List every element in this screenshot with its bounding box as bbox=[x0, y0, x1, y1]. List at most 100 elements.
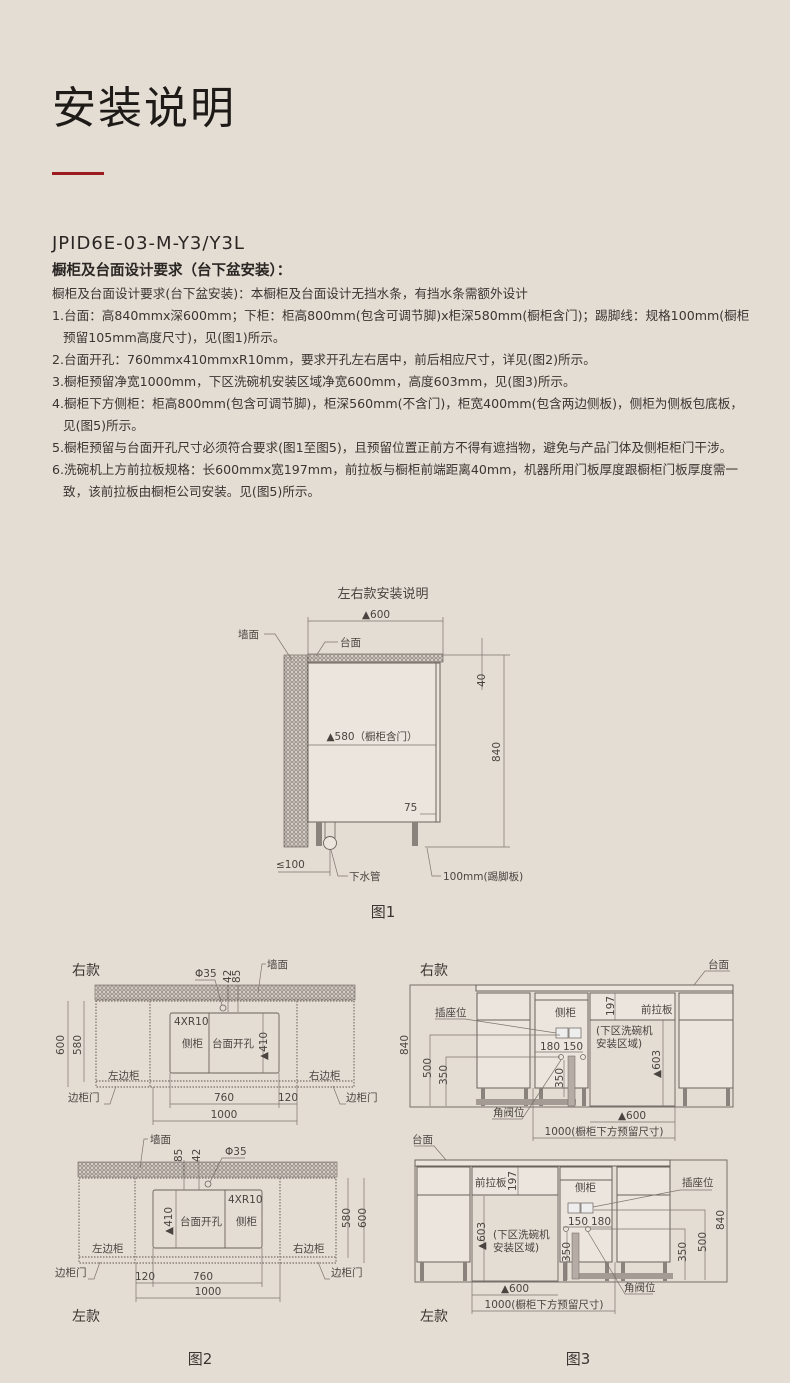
fig3l-d600: ▲600 bbox=[501, 1283, 529, 1295]
fig3l-d1000: 1000(橱柜下方预留尺寸) bbox=[485, 1298, 604, 1311]
fig3l-zone2: 安装区域) bbox=[493, 1241, 539, 1254]
fig2r-d600: 600 bbox=[55, 1035, 67, 1055]
fig3l-d197: 197 bbox=[507, 1171, 519, 1191]
fig3r-socket: 插座位 bbox=[435, 1006, 467, 1019]
fig2l-d1000: 1000 bbox=[195, 1286, 222, 1298]
fig2l-d760: 760 bbox=[193, 1271, 213, 1283]
fig2r-left-cab: 左边柜 bbox=[108, 1069, 140, 1082]
title-underline bbox=[52, 172, 104, 175]
fig2l-hole: 台面开孔 bbox=[180, 1215, 222, 1228]
fig2l-radius: 4XR10 bbox=[228, 1194, 263, 1206]
section-heading: 橱柜及台面设计要求（台下盆安装）： bbox=[52, 263, 292, 279]
fig2r-d42: 42 bbox=[222, 970, 234, 983]
fig2l-d580: 580 bbox=[341, 1208, 353, 1228]
fig3r-d350a: 350 bbox=[438, 1065, 450, 1085]
fig2r-phi: Φ35 bbox=[195, 968, 217, 980]
fig2l-door-right: 边柜门 bbox=[331, 1266, 363, 1279]
fig1-countertop-label: 台面 bbox=[340, 636, 361, 649]
fig3r-d500: 500 bbox=[422, 1058, 434, 1078]
fig3l-d350b: 350 bbox=[677, 1242, 689, 1262]
fig2r-d760: 760 bbox=[214, 1092, 234, 1104]
fig2r-door-left: 边柜门 bbox=[68, 1091, 100, 1104]
fig3l-socket: 插座位 bbox=[682, 1176, 714, 1189]
fig2r-d85: 85 bbox=[231, 970, 243, 983]
fig3r-d180: 180 bbox=[540, 1041, 560, 1053]
fig3l-d150: 150 bbox=[568, 1216, 588, 1228]
requirement-intro: 橱柜及台面设计要求(台下盆安装)：本橱柜及台面设计无挡水条，有挡水条需额外设计 bbox=[52, 286, 528, 301]
fig2r-right-cab: 右边柜 bbox=[309, 1069, 341, 1082]
fig2r-door-right: 边柜门 bbox=[346, 1091, 378, 1104]
fig2l-d120: 120 bbox=[135, 1271, 155, 1283]
valve-icon bbox=[580, 1054, 586, 1060]
page-title: 安装说明 bbox=[52, 83, 236, 134]
fig3r-side-cab: 侧柜 bbox=[555, 1006, 576, 1019]
drain-pipe-icon bbox=[323, 836, 337, 850]
fig1-dim-100: ≤100 bbox=[276, 859, 305, 871]
requirements-list: 橱柜及台面设计要求(台下盆安装)：本橱柜及台面设计无挡水条，有挡水条需额外设计 … bbox=[52, 283, 752, 503]
valve-icon bbox=[563, 1226, 569, 1232]
figure-3-right: 右款 插座位 侧柜 197 前拉板 (下区洗碗机 安装区域) ▲603 840 … bbox=[399, 958, 734, 1141]
fig3-left-label: 左款 bbox=[420, 1309, 448, 1325]
fig3r-zone1: (下区洗碗机 bbox=[596, 1024, 653, 1037]
requirement-item: 4.橱柜下方侧柜：柜高800mm(包含可调节脚)，柜深560mm(不含门)，柜宽… bbox=[52, 396, 743, 433]
fig1-title: 左右款安装说明 bbox=[337, 587, 428, 602]
fig2l-left-cab: 左边柜 bbox=[92, 1242, 124, 1255]
fig3l-d840: 840 bbox=[715, 1210, 727, 1230]
fig1-dim-40: 40 bbox=[476, 674, 488, 687]
fig1-wall-label: 墙面 bbox=[238, 628, 259, 641]
fig1-dim-840: 840 bbox=[491, 742, 503, 762]
fig3l-countertop: 台面 bbox=[412, 1133, 433, 1146]
fig2r-hole: 台面开孔 bbox=[212, 1037, 254, 1050]
fig3r-d197: 197 bbox=[605, 996, 617, 1016]
fig3r-d600: ▲600 bbox=[618, 1110, 646, 1122]
fig1-dim-75: 75 bbox=[404, 802, 417, 814]
fig1-caption: 图1 bbox=[371, 903, 396, 921]
fig3l-valve: 角阀位 bbox=[624, 1281, 656, 1294]
fig2r-d1000: 1000 bbox=[211, 1109, 238, 1121]
fig3l-front-panel: 前拉板 bbox=[475, 1176, 507, 1189]
fig3r-d840: 840 bbox=[399, 1035, 411, 1055]
fig1-kick-label: 100mm(踢脚板) bbox=[443, 870, 523, 883]
requirement-item: 6.洗碗机上方前拉板规格：长600mmx宽197mm，前拉板与橱柜前端距离40m… bbox=[52, 462, 739, 499]
figure-3-left: 台面 前拉板 197 侧柜 插座位 ▲603 (下区洗碗机 安装区域) 150 … bbox=[412, 1133, 728, 1368]
figure-2-left: 墙面 85 42 Φ35 4XR10 台面开孔 侧柜 ▲410 左边柜 右边柜 … bbox=[55, 1133, 369, 1368]
socket-icon bbox=[555, 1027, 569, 1039]
fig2l-d85: 85 bbox=[173, 1149, 185, 1162]
fig2l-door-left: 边柜门 bbox=[55, 1266, 87, 1279]
figure-2-right: 右款 4XR10 侧柜 台面开孔 ▲410 左边柜 右边柜 边柜门 边柜门 76… bbox=[55, 958, 378, 1125]
fig3r-d603: ▲603 bbox=[651, 1050, 663, 1078]
fig3r-d350b: 350 bbox=[554, 1068, 566, 1088]
fig3l-d500: 500 bbox=[697, 1232, 709, 1252]
fig3r-front-panel: 前拉板 bbox=[641, 1003, 673, 1016]
fig3-right-label: 右款 bbox=[420, 963, 448, 979]
fig2l-side-cab: 侧柜 bbox=[236, 1215, 257, 1228]
fig3r-valve: 角阀位 bbox=[493, 1106, 525, 1119]
fig2-right-label: 右款 bbox=[72, 963, 100, 979]
fig2r-d410: ▲410 bbox=[258, 1032, 270, 1060]
fig3r-d150: 150 bbox=[563, 1041, 583, 1053]
fig3l-d350a: 350 bbox=[561, 1242, 573, 1262]
fig2r-wall: 墙面 bbox=[267, 958, 288, 971]
fig2-caption: 图2 bbox=[188, 1350, 213, 1368]
socket-icon bbox=[580, 1202, 594, 1214]
figure-1: 左右款安装说明 ▲600 ▲580（橱柜含门） 40 840 75 ≤100 墙… bbox=[238, 587, 523, 921]
socket-icon bbox=[567, 1202, 581, 1214]
fig1-drain-label: 下水管 bbox=[349, 870, 381, 883]
fig2l-d410: ▲410 bbox=[163, 1207, 175, 1235]
requirement-item: 2.台面开孔：760mmx410mmxR10mm，要求开孔左右居中，前后相应尺寸… bbox=[52, 352, 596, 367]
requirement-item: 3.橱柜预留净宽1000mm，下区洗碗机安装区域净宽600mm，高度603mm，… bbox=[52, 374, 576, 389]
fig1-dim-580: ▲580（橱柜含门） bbox=[326, 730, 417, 743]
fig3r-d1000: 1000(橱柜下方预留尺寸) bbox=[545, 1125, 664, 1138]
requirement-item: 5.橱柜预留与台面开孔尺寸必须符合要求(图1至图5)，且预留位置正前方不得有遮挡… bbox=[52, 440, 733, 455]
fig2r-side-cab: 侧柜 bbox=[182, 1037, 203, 1050]
fig3l-side-cab: 侧柜 bbox=[575, 1181, 596, 1194]
fig2r-radius: 4XR10 bbox=[174, 1016, 209, 1028]
requirement-item: 1.台面：高840mmx深600mm；下柜：柜高800mm(包含可调节脚)x柜深… bbox=[52, 308, 750, 345]
fig3l-d180: 180 bbox=[591, 1216, 611, 1228]
fig2l-wall: 墙面 bbox=[150, 1133, 171, 1146]
fig2l-d600: 600 bbox=[357, 1208, 369, 1228]
fig3-caption: 图3 bbox=[566, 1350, 591, 1368]
fig3l-zone1: (下区洗碗机 bbox=[493, 1228, 550, 1241]
fig1-dim-600: ▲600 bbox=[362, 609, 390, 621]
